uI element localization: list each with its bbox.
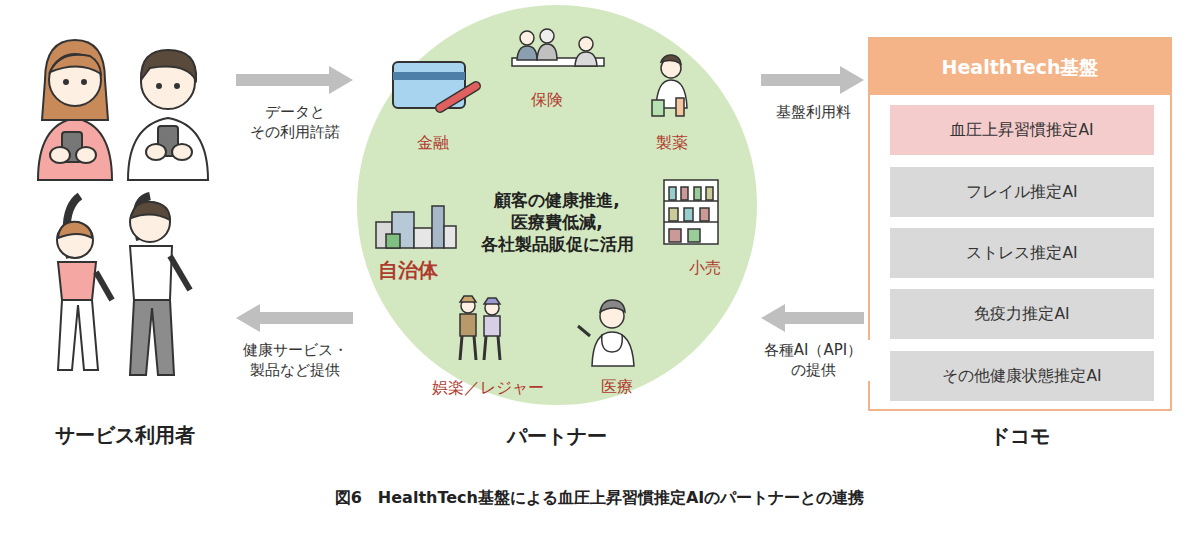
node-text: フレイル推定AI [890, 167, 1154, 217]
figure-caption: 図6 HealthTech基盤による血圧上昇習慣推定AIのパートナーとの連携 [0, 488, 1199, 509]
pharma-icon [652, 55, 687, 116]
partner-group: 顧客の健康推進, 医療費低減, 各社製品販促に活用パートナー [357, 5, 757, 405]
arrow-label: 健康サービス・ 製品など提供 [232, 340, 358, 381]
user-man-stretch [130, 196, 190, 375]
sector-label: 製薬 [656, 133, 688, 154]
block-arrow [236, 304, 353, 332]
arrow-label: 各種AI（API） の提供 [750, 340, 876, 381]
arrow-label: データと その利用許諾 [245, 102, 345, 143]
user-woman-stretch [57, 196, 112, 370]
ai-box: フレイル推定AI [890, 167, 1154, 217]
ai-box: ストレス推定AI [890, 228, 1154, 278]
node-text: 免疫力推定AI [890, 289, 1154, 339]
platform-box: HealthTech基盤ドコモ血圧上昇習慣推定AIフレイル推定AIストレス推定A… [868, 37, 1172, 411]
doctor-icon [578, 300, 634, 366]
partner-circle [357, 5, 757, 405]
ai-box: 免疫力推定AI [890, 289, 1154, 339]
user-man-phone [128, 50, 208, 180]
sector-label: 保険 [531, 90, 563, 111]
sector-label: 小売 [689, 258, 721, 279]
node-text: その他健康状態推定AI [890, 351, 1154, 401]
sector-label: 医療 [601, 377, 633, 398]
retail-shelf-icon [664, 180, 718, 244]
user-woman-phone [38, 40, 112, 180]
sector-label: 金融 [417, 133, 449, 154]
city-icon [376, 206, 456, 248]
node-text: HealthTech基盤 [870, 39, 1170, 95]
node-heading: パートナー [357, 423, 757, 450]
ai-box: 血圧上昇習慣推定AI [890, 105, 1154, 155]
node-text: 顧客の健康推進, 医療費低減, 各社製品販促に活用 [467, 189, 647, 255]
user-group: サービス利用者 [18, 38, 232, 378]
arrow-label: 基盤利用料 [763, 102, 863, 122]
hikers-icon [460, 296, 500, 360]
block-arrow [761, 66, 864, 94]
node-text: ストレス推定AI [890, 228, 1154, 278]
finance-card-icon [393, 62, 476, 108]
node-text: サービス利用者 [18, 422, 232, 449]
node-heading: ドコモ [870, 423, 1170, 450]
sector-label: 自治体 [378, 257, 438, 284]
insurance-meeting-icon [512, 29, 604, 66]
ai-box: その他健康状態推定AI [890, 351, 1154, 401]
sector-label: 娯楽／レジャー [432, 378, 544, 399]
node-text: 血圧上昇習慣推定AI [890, 105, 1154, 155]
block-arrow [761, 304, 864, 332]
block-arrow [236, 66, 353, 94]
